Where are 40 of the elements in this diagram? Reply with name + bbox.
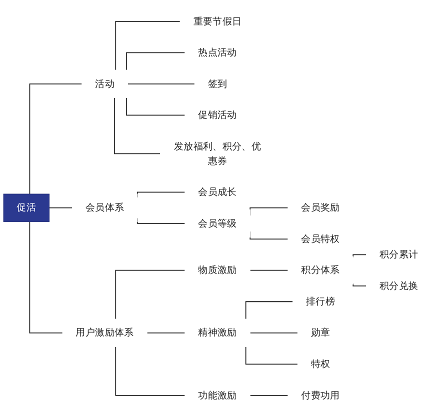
node-text: 特权 bbox=[310, 358, 330, 370]
node-text: 排行榜 bbox=[306, 296, 336, 308]
node-text: 勋章 bbox=[310, 327, 330, 338]
node-text: 积分累计 bbox=[380, 249, 418, 260]
node-text: 活动 bbox=[95, 78, 114, 90]
node-text: 用户激励体系 bbox=[76, 327, 134, 338]
node-text: 会员特权 bbox=[301, 234, 340, 245]
node-text: 积分体系 bbox=[301, 264, 340, 276]
node-text: 促销活动 bbox=[198, 110, 237, 121]
node-text: 签到 bbox=[208, 78, 228, 90]
connector bbox=[29, 221, 63, 334]
node-text: 热点活动 bbox=[198, 47, 237, 58]
node-text: 物质激励 bbox=[198, 264, 237, 276]
node-text: 会员成长 bbox=[198, 186, 237, 198]
connector bbox=[136, 192, 186, 198]
node-text: 付费功用 bbox=[301, 390, 340, 402]
connector bbox=[250, 332, 298, 334]
connector bbox=[115, 21, 181, 71]
connector bbox=[114, 97, 161, 154]
connector bbox=[115, 346, 186, 396]
connector bbox=[245, 301, 294, 320]
connector bbox=[250, 395, 288, 396]
connector bbox=[115, 270, 186, 320]
node-text: 重要节假日 bbox=[193, 16, 242, 27]
connector bbox=[352, 283, 367, 287]
connector bbox=[352, 254, 367, 258]
node-text: 会员奖励 bbox=[301, 202, 340, 214]
node-box: 促活 bbox=[3, 194, 50, 222]
connector bbox=[245, 346, 298, 365]
connector bbox=[250, 270, 288, 271]
connector bbox=[146, 332, 186, 334]
connector bbox=[29, 84, 82, 195]
connector bbox=[126, 52, 186, 71]
node-text: 功能激励 bbox=[198, 390, 237, 402]
node-text: 会员等级 bbox=[198, 218, 237, 230]
node-text: 会员体系 bbox=[85, 202, 124, 214]
node-text: 发放福利、积分、优惠券 bbox=[174, 141, 262, 167]
node-text: 积分兑换 bbox=[380, 280, 418, 292]
connector bbox=[126, 97, 186, 116]
node-text: 精神激励 bbox=[198, 327, 237, 338]
